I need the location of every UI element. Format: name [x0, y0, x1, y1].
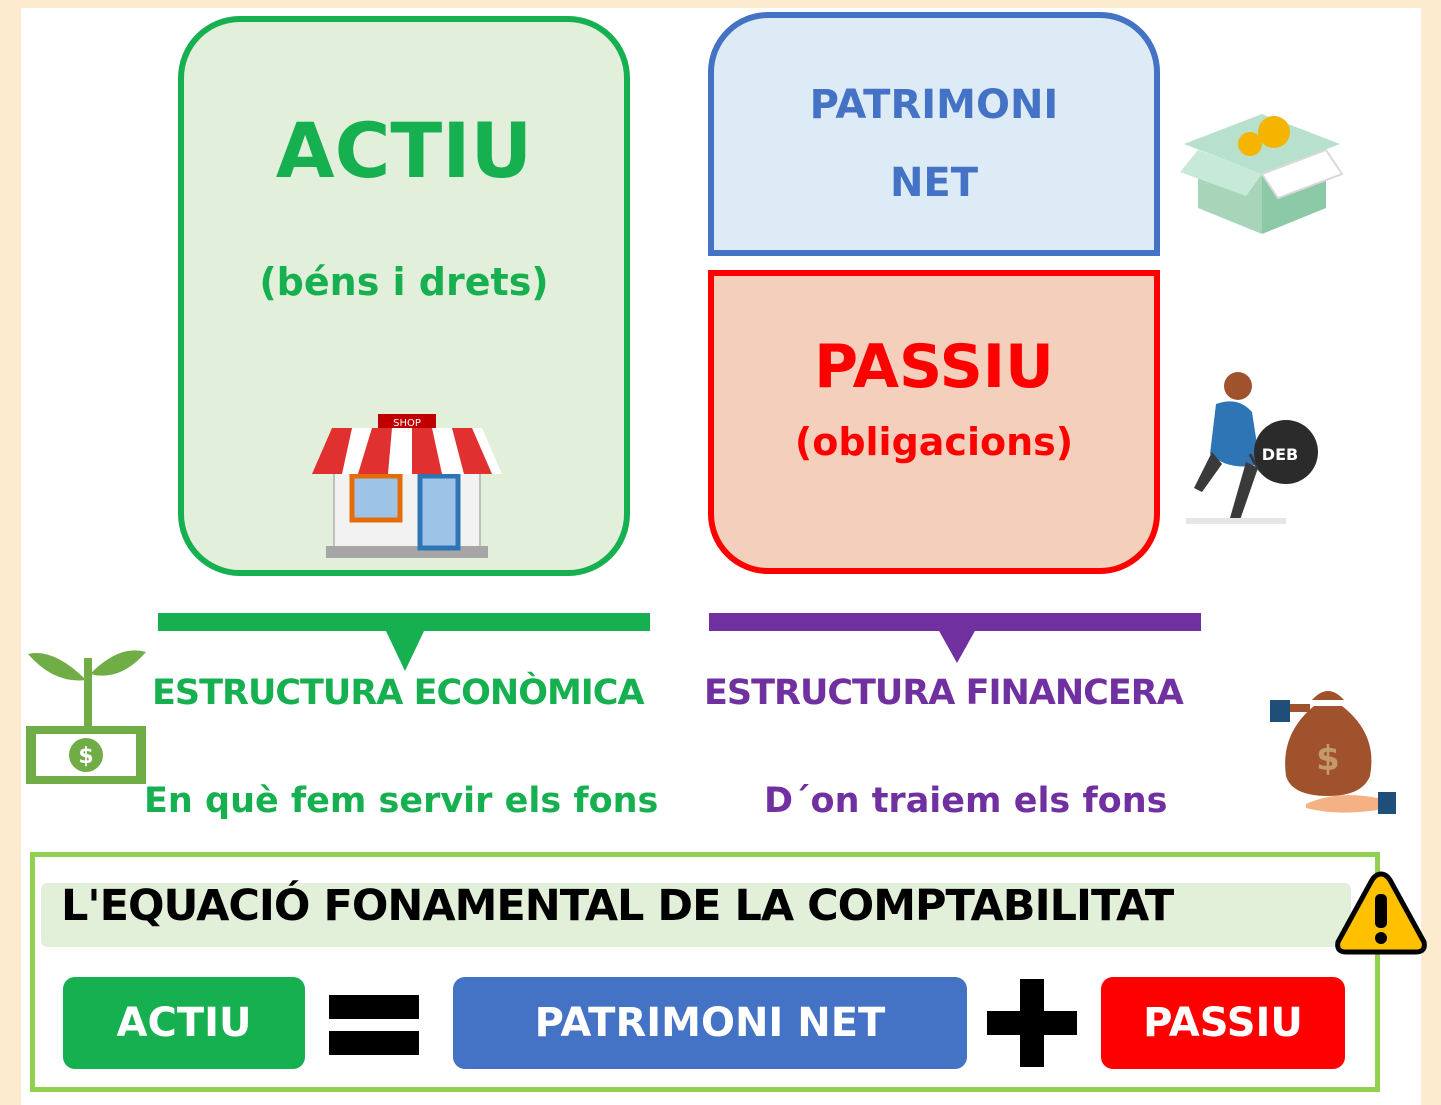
passiu-subtitle: (obligacions) [794, 420, 1074, 464]
money-bag-hand-icon: $ [1270, 691, 1396, 814]
passiu-title: PASSIU [814, 332, 1054, 402]
plus-sign-vertical [1020, 979, 1044, 1067]
debt-person-icon: DEB [1186, 372, 1318, 524]
equation-passiu-pill: PASSIU [1101, 977, 1345, 1069]
economic-structure-description: En què fem servir els fons [144, 781, 659, 821]
actiu-title: ACTIU [275, 106, 533, 195]
financial-bracket-bar [709, 613, 1201, 631]
actiu-subtitle: (béns i drets) [259, 260, 549, 304]
plant-money-icon: $ [26, 650, 146, 784]
financial-structure-label: ESTRUCTURA FINANCERA [704, 673, 1184, 713]
equation-panel: L'EQUACIÓ FONAMENTAL DE LA COMPTABILITAT… [30, 852, 1380, 1092]
financial-structure-description: D´on traiem els fons [764, 781, 1168, 821]
economic-bracket-pointer [385, 629, 425, 671]
financial-bracket-pointer [938, 629, 976, 663]
equals-sign [329, 995, 419, 1019]
debt-ball-text: DEB [1262, 445, 1298, 464]
warning-icon [1335, 871, 1427, 955]
economic-bracket-bar [158, 613, 650, 631]
patrimoni-net-line2: NET [889, 160, 979, 206]
equation-patrimoni-net-pill: PATRIMONI NET [453, 977, 967, 1069]
actiu-box: ACTIU (béns i drets) SHOP [178, 16, 630, 576]
patrimoni-net-line1: PATRIMONI [809, 82, 1059, 128]
patrimoni-net-box: PATRIMONI NET [708, 12, 1160, 256]
passiu-box: PASSIU (obligacions) [708, 270, 1160, 574]
equation-title-highlight [41, 883, 1351, 947]
svg-text:$: $ [78, 744, 93, 769]
equation-actiu-pill: ACTIU [63, 977, 305, 1069]
money-box-icon [1180, 114, 1344, 234]
equals-sign-lower [329, 1031, 419, 1055]
economic-structure-label: ESTRUCTURA ECONÒMICA [152, 673, 645, 713]
shop-icon: SHOP [312, 414, 502, 558]
equation-title: L'EQUACIÓ FONAMENTAL DE LA COMPTABILITAT [61, 881, 1174, 931]
shop-sign-text: SHOP [393, 418, 421, 429]
svg-text:$: $ [1316, 739, 1340, 779]
